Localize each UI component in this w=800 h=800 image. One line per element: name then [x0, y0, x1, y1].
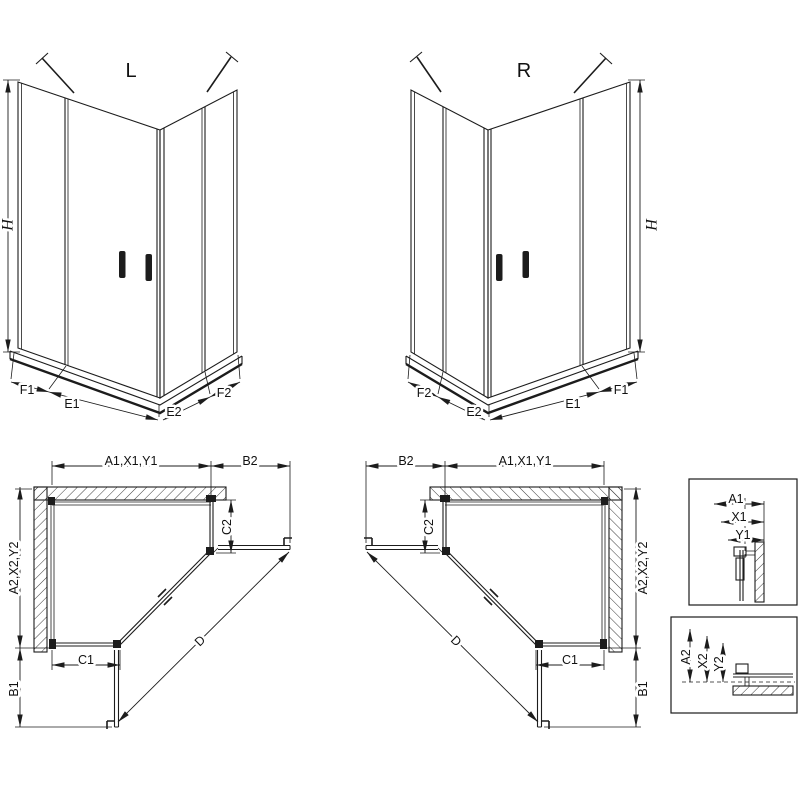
- plan-view-left: A1,X1,Y1 B2 C2 A2,X2,Y2 C1 D B1: [5, 452, 292, 729]
- dim-label-f1-right: F1: [614, 383, 629, 397]
- dim-label-e2-right: E2: [466, 405, 481, 419]
- dim-label-f1-left: F1: [20, 383, 35, 397]
- plan-right-width-label: A1,X1,Y1: [499, 454, 552, 468]
- front-view-left-geometry: [3, 52, 242, 420]
- plan-right-door-bottom-label: B1: [636, 681, 650, 696]
- plan-view-right-geometry: [364, 461, 641, 729]
- dim-label-f2-right: F2: [417, 386, 432, 400]
- detail-depth-dim-x2: X2: [696, 653, 710, 668]
- plan-view-right: B2 A1,X1,Y1 C2 A2,X2,Y2 C1 D B1: [364, 452, 653, 729]
- plan-left-side-panel-label: C2: [220, 519, 234, 535]
- plan-left-depth-label: A2,X2,Y2: [7, 542, 21, 595]
- detail-width-dim-a1: A1: [728, 492, 743, 506]
- plan-left-door-bottom-label: B1: [7, 681, 21, 696]
- dim-label-e2-left: E2: [166, 405, 181, 419]
- dim-label-e1-left: E1: [64, 397, 79, 411]
- plan-right-door-top-label: B2: [398, 454, 413, 468]
- detail-box-width-profile: A1 X1 Y1: [688, 478, 798, 606]
- plan-right-bottom-panel-label: C1: [562, 653, 578, 667]
- dim-label-f2-left: F2: [217, 386, 232, 400]
- front-view-right-geometry: [406, 52, 645, 420]
- detail-depth-dim-y2: Y2: [712, 656, 726, 671]
- plan-right-side-panel-label: C2: [422, 519, 436, 535]
- detail-depth-dim-a2: A2: [679, 649, 693, 664]
- height-dim-label-left: H: [0, 218, 17, 232]
- front-view-right: R H F2 E2 E1 F1: [406, 52, 663, 422]
- plan-right-depth-label: A2,X2,Y2: [636, 542, 650, 595]
- front-view-left: L H F1 E1 E2 F2: [0, 52, 242, 422]
- variant-right-title: R: [517, 60, 531, 82]
- plan-view-left-geometry: [15, 461, 292, 729]
- plan-left-width-label: A1,X1,Y1: [105, 454, 158, 468]
- dim-label-e1-right: E1: [565, 397, 580, 411]
- detail-width-dim-y1: Y1: [735, 528, 750, 542]
- height-dim-label-right: H: [644, 218, 661, 232]
- plan-left-bottom-panel-label: C1: [78, 653, 94, 667]
- variant-left-title: L: [125, 60, 136, 82]
- plan-left-door-top-label: B2: [242, 454, 257, 468]
- detail-box-depth-profile: A2 X2 Y2: [670, 616, 798, 714]
- detail-width-dim-x1: X1: [731, 510, 746, 524]
